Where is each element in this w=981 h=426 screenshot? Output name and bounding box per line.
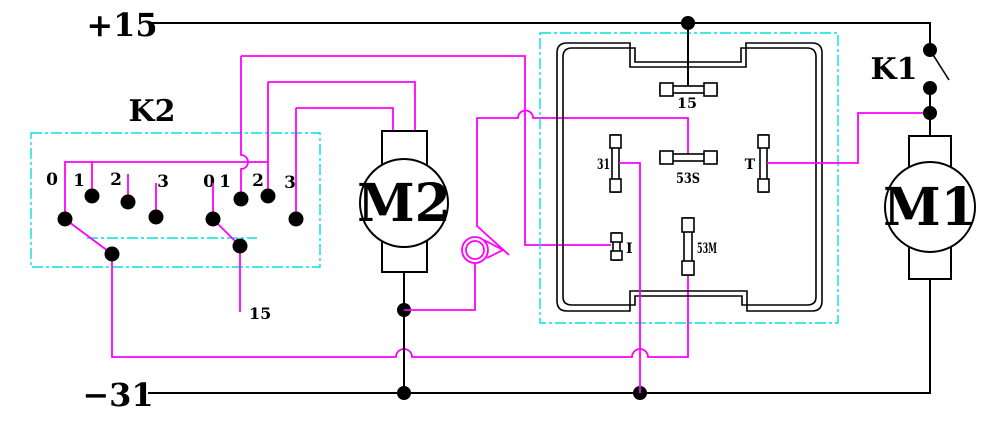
contact-dot — [120, 194, 136, 210]
terminal-label-15: 15 — [677, 96, 697, 112]
wire-31-to-ground — [619, 162, 641, 393]
terminal-pad-cap — [610, 250, 623, 261]
terminal-pad-cap — [703, 82, 718, 97]
nozzle-inner-circle — [465, 240, 485, 260]
negative-rail: −31 — [82, 279, 931, 414]
contact-dot — [57, 211, 73, 227]
relay-terminal-15: 15 — [659, 82, 718, 112]
wire-k2-to-m2-low — [268, 81, 416, 132]
wire-k2-to-relay-i — [241, 55, 611, 246]
wire-53s-to-nozzle — [476, 109, 689, 256]
motor-m2-label: M2 — [357, 173, 451, 234]
relay-terminal-i: I — [610, 232, 633, 261]
motor-m1-label: M1 — [883, 177, 977, 238]
contact-dot — [923, 43, 937, 57]
terminal-pad-cap — [681, 260, 695, 276]
negative-rail-label: −31 — [82, 376, 153, 414]
terminal-label-53s: 53S — [676, 171, 700, 187]
terminal-pad-cap — [659, 82, 674, 97]
m2-face — [359, 158, 449, 248]
contact-dot — [104, 246, 120, 262]
k2-bank-a-position-label: 2 — [110, 170, 122, 190]
terminal-pad-cap — [703, 150, 718, 165]
relay-shell-inner — [562, 47, 817, 306]
terminal-pad-cap — [609, 134, 622, 149]
wire-nozzle-to-m2-lead — [404, 263, 476, 311]
contact-dot — [205, 211, 221, 227]
nozzle-cone — [483, 239, 505, 259]
relay-terminal-53m: 53M — [681, 217, 717, 276]
contact-dot — [288, 211, 304, 227]
terminal-pad-cap — [757, 134, 770, 149]
k2-bank-a-position-label: 1 — [73, 171, 85, 191]
positive-rail-label: +15 — [86, 6, 157, 44]
relay-terminal-t: T — [745, 134, 770, 193]
relay: 15 53S 31 T I — [539, 23, 930, 393]
terminal-pad-cap — [659, 150, 674, 165]
k2-bank-a-position-label: 3 — [157, 172, 169, 192]
terminal-label-53m: 53M — [697, 241, 717, 257]
switch-k1-label: K1 — [871, 52, 918, 87]
terminal-pad-cap — [757, 178, 770, 193]
switch-k2-label: K2 — [129, 94, 176, 129]
motor-m1: M1 — [883, 135, 977, 280]
switch-k1: K1 — [871, 43, 950, 136]
wire-k2-to-m2-high — [296, 107, 394, 132]
relay-shell-outer — [556, 42, 823, 312]
junction-dot — [923, 106, 937, 120]
terminal-pad-cap — [610, 232, 623, 243]
k2-feeder-drop-1 — [240, 56, 249, 199]
wire-k2-common-to-53m — [111, 254, 689, 358]
k2-bank-a-switch-arm — [64, 218, 113, 255]
k2-bank-a-position-label: 0 — [46, 170, 58, 190]
k2-bank-b-position-label: 0 — [203, 172, 215, 192]
contact-dot — [148, 209, 164, 225]
positive-rail-wire — [152, 22, 931, 50]
k2-bank-b-position-label: 1 — [219, 172, 231, 192]
k2-bank-a-bus-wire — [64, 161, 268, 219]
switch-k2: K2 0 1 2 3 0 1 2 3 15 — [30, 55, 689, 358]
contact-dot — [232, 238, 248, 254]
terminal-label-31: 31 — [597, 157, 610, 173]
contact-dot — [233, 191, 249, 207]
terminal-pad-cap — [681, 217, 695, 233]
positive-rail: +15 — [86, 6, 931, 50]
m1-face — [884, 161, 976, 253]
terminal-label-t: T — [745, 157, 756, 173]
k2-feed-label: 15 — [249, 304, 271, 323]
contact-dot — [260, 188, 276, 204]
washer-nozzle — [404, 109, 689, 311]
wire-t-to-k1 — [767, 112, 930, 164]
contact-dot — [84, 188, 100, 204]
motor-m2: M2 — [357, 130, 451, 393]
relay-terminal-53s: 53S — [659, 150, 718, 187]
k2-bank-b-position-label: 3 — [284, 173, 296, 193]
contact-dot — [923, 81, 937, 95]
k2-bank-b-position-label: 2 — [252, 171, 264, 191]
terminal-pad-cap — [609, 178, 622, 193]
terminal-label-i: I — [626, 241, 633, 257]
switch-k2-enclosure-box — [30, 132, 321, 268]
